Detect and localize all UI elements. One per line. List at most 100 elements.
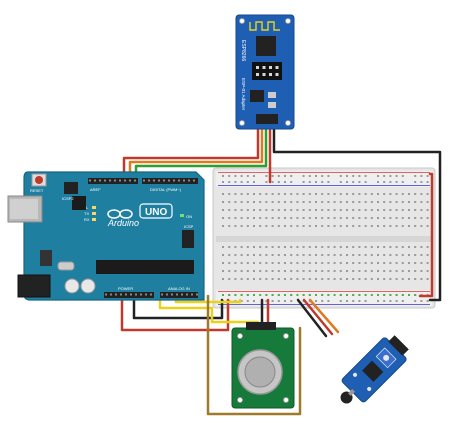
breadboard-hole xyxy=(302,201,305,203)
breadboard-hole xyxy=(271,262,274,264)
header-pin xyxy=(161,293,163,296)
breadboard-hole xyxy=(389,278,392,280)
header-pin xyxy=(140,293,142,296)
breadboard-hole xyxy=(265,181,268,183)
breadboard-hole xyxy=(259,225,262,227)
breadboard-hole xyxy=(377,254,379,256)
breadboard-hole xyxy=(339,254,342,256)
esp-label-mid: ESP-01 Adapter xyxy=(241,78,246,111)
breadboard-hole-active xyxy=(253,294,255,296)
breadboard-hole xyxy=(420,175,423,177)
socket-hole xyxy=(269,73,272,76)
breadboard-hole xyxy=(253,278,255,280)
power-jack xyxy=(17,274,51,298)
breadboard-hole xyxy=(327,175,330,177)
arduino-infinity-icon xyxy=(107,209,133,219)
arduino-header-pins xyxy=(89,179,198,296)
header-pin xyxy=(115,293,117,296)
breadboard-hole xyxy=(290,246,293,248)
breadboard-hole xyxy=(352,246,355,248)
breadboard-hole xyxy=(370,209,373,211)
breadboard-hole xyxy=(389,270,392,272)
wire-red-rail xyxy=(418,172,434,298)
breadboard-hole xyxy=(315,278,317,280)
breadboard-hole xyxy=(253,193,255,195)
breadboard-hole xyxy=(395,209,398,211)
breadboard-hole xyxy=(290,278,293,280)
header-pin xyxy=(124,179,126,182)
header-pin xyxy=(89,179,91,182)
breadboard-hole xyxy=(408,201,410,203)
breadboard-hole xyxy=(377,270,379,272)
breadboard-hole xyxy=(259,254,262,256)
breadboard-hole xyxy=(240,175,243,177)
breadboard-hole xyxy=(327,193,330,195)
breadboard-hole xyxy=(395,300,398,302)
breadboard-hole xyxy=(321,270,324,272)
breadboard-hole xyxy=(383,209,386,211)
breadboard-hole xyxy=(228,175,231,177)
breadboard-hole xyxy=(253,254,255,256)
breadboard-hole xyxy=(234,209,237,211)
breadboard-hole xyxy=(277,278,280,280)
breadboard-hole xyxy=(395,246,398,248)
breadboard-hole xyxy=(370,278,373,280)
breadboard-hole-active xyxy=(234,294,237,296)
header-pin xyxy=(178,179,180,182)
breadboard-hole-active xyxy=(290,294,293,296)
breadboard-hole xyxy=(389,209,392,211)
breadboard-hole xyxy=(358,181,361,183)
breadboard-hole xyxy=(401,175,404,177)
breadboard-hole xyxy=(327,300,330,302)
breadboard-hole xyxy=(240,217,243,219)
breadboard-hole xyxy=(346,181,348,183)
header-pin xyxy=(148,179,150,182)
wire-orange-flame xyxy=(308,298,340,334)
header-pin xyxy=(150,293,152,296)
header-pin xyxy=(176,293,178,296)
breadboard-hole xyxy=(296,217,299,219)
breadboard-hole xyxy=(321,217,324,219)
breadboard-hole xyxy=(408,246,410,248)
breadboard-hole xyxy=(315,246,317,248)
breadboard-hole-active xyxy=(352,294,355,296)
reset-button[interactable] xyxy=(35,176,43,184)
breadboard-hole xyxy=(414,201,417,203)
breadboard-hole xyxy=(420,209,423,211)
breadboard-hole-active xyxy=(383,294,386,296)
reset-label: RESET xyxy=(30,188,44,193)
breadboard-hole xyxy=(377,300,379,302)
capacitor xyxy=(80,278,96,294)
breadboard-hole xyxy=(321,193,324,195)
breadboard-hole xyxy=(364,270,367,272)
breadboard-hole xyxy=(426,217,429,219)
breadboard-hole xyxy=(315,225,317,227)
breadboard-hole xyxy=(321,175,324,177)
breadboard-hole xyxy=(302,270,305,272)
breadboard-hole-active xyxy=(246,294,249,296)
breadboard-hole xyxy=(284,225,286,227)
breadboard-hole xyxy=(401,270,404,272)
breadboard-hole xyxy=(234,225,237,227)
breadboard-hole xyxy=(327,246,330,248)
breadboard-hole xyxy=(408,278,410,280)
breadboard-hole xyxy=(246,209,249,211)
breadboard-hole-active xyxy=(240,294,243,296)
breadboard-hole xyxy=(395,217,398,219)
breadboard-hole xyxy=(321,300,324,302)
breadboard-hole xyxy=(401,254,404,256)
breadboard-hole xyxy=(333,201,336,203)
header-pin xyxy=(109,179,111,182)
breadboard-hole xyxy=(389,201,392,203)
breadboard-hole xyxy=(339,209,342,211)
breadboard-hole xyxy=(240,270,243,272)
breadboard-hole xyxy=(290,175,293,177)
breadboard-hole xyxy=(358,193,361,195)
analog-header xyxy=(160,292,198,298)
breadboard-hole xyxy=(321,225,324,227)
breadboard-hole xyxy=(259,201,262,203)
breadboard-hole-active xyxy=(395,294,398,296)
breadboard-hole xyxy=(321,201,324,203)
breadboard-hole xyxy=(414,254,417,256)
breadboard-hole xyxy=(352,175,355,177)
